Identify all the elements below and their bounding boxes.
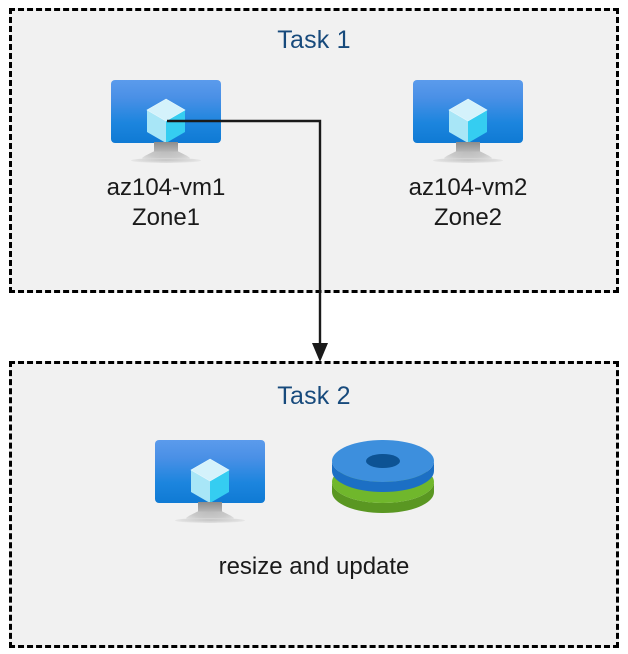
task-2-caption-wrapper: resize and update (9, 552, 619, 582)
node-label-az104-vm1: az104-vm1 Zone1 (106, 174, 226, 231)
vm-stand-shadow (433, 158, 503, 163)
disk-stack-glyph (332, 440, 434, 513)
task-1-title: Task 1 (277, 26, 351, 54)
cube-glyph (146, 98, 186, 143)
blue-disk (332, 440, 434, 492)
azure-virtual-machine-icon (111, 80, 221, 163)
node-az104-vm2[interactable]: az104-vm2 Zone2 (358, 80, 578, 233)
vm-stand-shadow (131, 158, 201, 163)
node-task2-disks[interactable] (328, 440, 438, 523)
azure-virtual-machine-icon (413, 80, 523, 163)
cube-glyph (448, 98, 488, 143)
node-task2-virtual-machine[interactable] (150, 440, 270, 523)
cube-glyph (190, 458, 230, 503)
vm-stand-base (179, 511, 241, 523)
azure-virtual-machine-icon (155, 440, 265, 523)
node-az104-vm1[interactable]: az104-vm1 Zone1 (56, 80, 276, 233)
vm-stand-shadow (175, 518, 245, 523)
azure-disks-icon (328, 440, 438, 523)
vm-stand-base (135, 151, 197, 163)
arrowhead-icon (312, 343, 328, 362)
task-2-caption: resize and update (218, 553, 410, 580)
vm-stand-base (437, 151, 499, 163)
task-2-group-box (9, 361, 619, 648)
node-label-az104-vm2: az104-vm2 Zone2 (408, 174, 528, 231)
task-2-title: Task 2 (277, 382, 351, 410)
